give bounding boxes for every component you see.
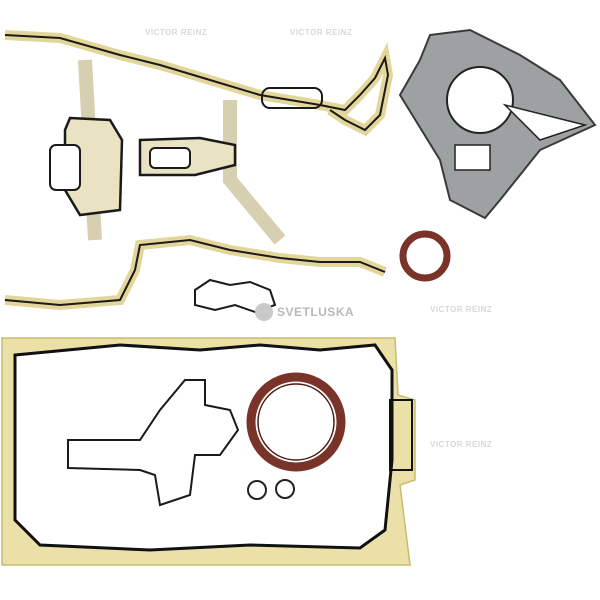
- oil-pan-gasket: [1, 337, 416, 566]
- oil-pump-gasket: [67, 379, 240, 507]
- shop-logo: SVETLUSKA: [255, 303, 354, 321]
- o-rings: [247, 479, 295, 500]
- water-pump-gasket: [398, 28, 597, 220]
- watermark: VICTOR REINZ: [430, 440, 493, 449]
- crankshaft-oil-seal: [246, 372, 346, 472]
- watermark: VICTOR REINZ: [145, 28, 208, 37]
- timing-cover-gasket: [4, 30, 394, 314]
- logo-text: SVETLUSKA: [277, 305, 355, 319]
- small-oil-seal: [399, 230, 451, 282]
- logo-icon: [255, 303, 273, 321]
- watermark: VICTOR REINZ: [290, 28, 353, 37]
- watermark: VICTOR REINZ: [430, 305, 493, 314]
